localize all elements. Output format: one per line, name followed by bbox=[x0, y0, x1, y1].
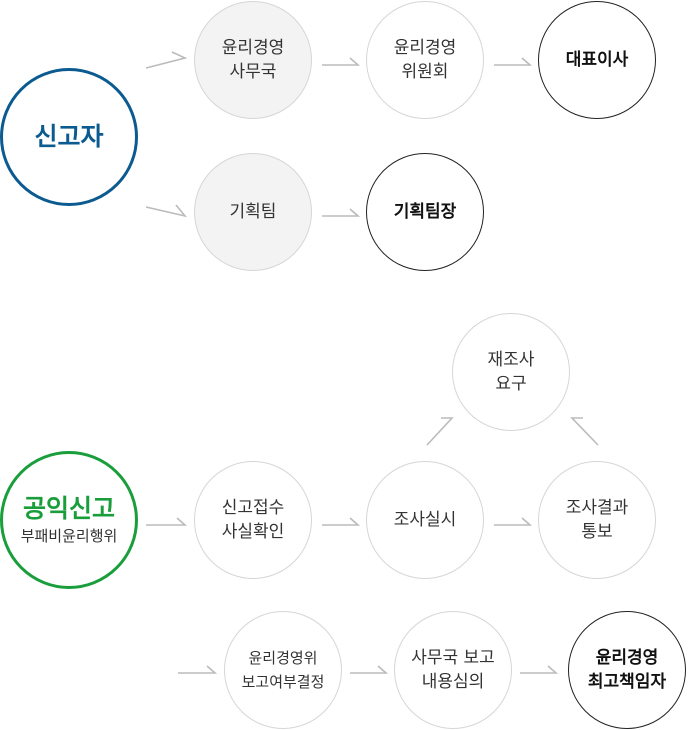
planning-team-leader-node: 기획팀장 bbox=[366, 153, 484, 271]
node-label: 내용심의 bbox=[421, 672, 485, 692]
ceo-node: 대표이사 bbox=[538, 1, 656, 119]
whistleblowing-label: 공익신고 bbox=[22, 494, 115, 523]
arrow-icon bbox=[494, 517, 533, 526]
node-label: 윤리경영위 bbox=[248, 649, 318, 667]
node-label: 기획팀장 bbox=[393, 202, 457, 222]
arrow-icon bbox=[178, 665, 218, 674]
arrow-icon bbox=[322, 57, 361, 66]
result-notice-node: 조사결과 통보 bbox=[538, 461, 656, 579]
ethics-committee-node: 윤리경영 위원회 bbox=[366, 1, 484, 119]
node-label: 대표이사 bbox=[565, 50, 629, 70]
cpo-node: 윤리경영 최고책임자 bbox=[568, 611, 686, 729]
node-label: 보고여부결정 bbox=[241, 673, 325, 691]
committee-decision-node: 윤리경영위 보고여부결정 bbox=[224, 611, 342, 729]
arrow-icon bbox=[494, 57, 533, 66]
node-label: 재조사 bbox=[487, 350, 535, 370]
investigation-node: 조사실시 bbox=[366, 461, 484, 579]
node-label: 윤리경영 bbox=[221, 38, 285, 58]
arrow-icon bbox=[145, 204, 188, 218]
node-label: 요구 bbox=[495, 374, 527, 394]
node-label: 사실확인 bbox=[221, 522, 285, 542]
node-label: 최고책임자 bbox=[587, 672, 667, 692]
arrow-icon bbox=[146, 517, 188, 526]
receipt-node: 신고접수 사실확인 bbox=[194, 461, 312, 579]
arrow-icon bbox=[520, 665, 559, 674]
node-label: 윤리경영 bbox=[595, 648, 659, 668]
arrow-icon bbox=[322, 517, 361, 526]
node-label: 기획팀 bbox=[229, 202, 277, 222]
office-review-node: 사무국 보고 내용심의 bbox=[394, 611, 512, 729]
planning-team-node: 기획팀 bbox=[194, 153, 312, 271]
node-label: 통보 bbox=[581, 522, 613, 542]
node-label: 사무국 bbox=[229, 62, 277, 82]
node-label: 사무국 보고 bbox=[411, 648, 495, 668]
whistleblowing-node: 공익신고 부패비윤리행위 bbox=[0, 451, 138, 589]
node-label: 신고접수 bbox=[221, 498, 285, 518]
reinvestigation-node: 재조사 요구 bbox=[452, 313, 570, 431]
arrow-icon bbox=[322, 208, 361, 217]
arrow-icon bbox=[350, 665, 389, 674]
node-label: 조사결과 bbox=[565, 498, 629, 518]
arrow-icon bbox=[426, 417, 454, 446]
node-label: 윤리경영 bbox=[393, 38, 457, 58]
arrow-icon bbox=[145, 51, 188, 69]
reporter-label: 신고자 bbox=[34, 122, 104, 151]
node-label: 조사실시 bbox=[393, 510, 457, 530]
whistleblowing-sublabel: 부패비윤리행위 bbox=[20, 527, 118, 545]
node-label: 위원회 bbox=[401, 62, 449, 82]
ethics-office-node: 윤리경영 사무국 bbox=[194, 1, 312, 119]
arrow-icon bbox=[570, 417, 599, 446]
reporter-node: 신고자 bbox=[0, 68, 138, 206]
